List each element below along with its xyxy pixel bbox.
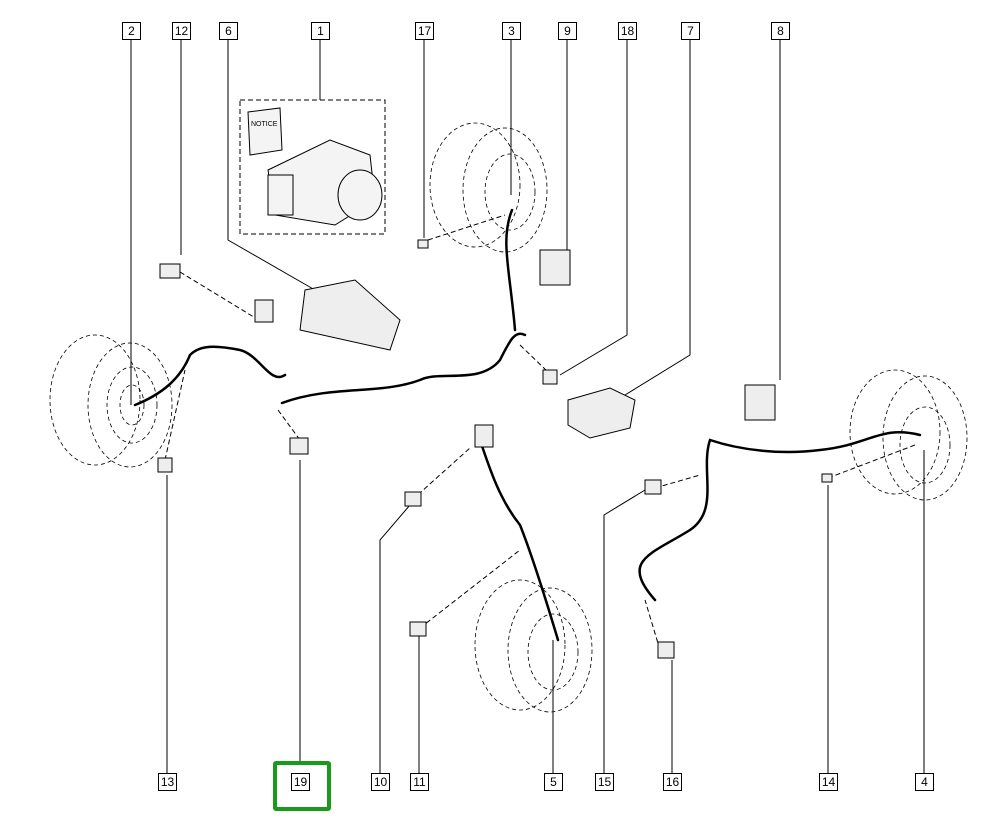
svg-text:NOTICE: NOTICE xyxy=(251,121,278,128)
part-6-bracket xyxy=(299,279,401,351)
leader-line-15 xyxy=(603,489,646,773)
wheel-rear-left xyxy=(474,579,593,713)
part-1-abs-unit: NOTICE xyxy=(247,107,383,226)
wheel-front-right xyxy=(429,122,548,253)
part-7-sensor xyxy=(567,387,636,439)
callout-12[interactable]: 12 xyxy=(172,22,191,40)
part-10-clip xyxy=(404,491,422,507)
harness-19 xyxy=(280,332,527,405)
callout-11[interactable]: 11 xyxy=(410,773,429,791)
callout-10[interactable]: 10 xyxy=(371,773,390,791)
part-13-clip xyxy=(157,457,173,473)
callout-15[interactable]: 15 xyxy=(595,773,614,791)
sensor-cable-rear-left xyxy=(478,438,560,642)
part-12-clip xyxy=(159,263,181,279)
callout-8[interactable]: 8 xyxy=(771,22,790,40)
leader-line-10 xyxy=(379,504,411,773)
part-18-clip xyxy=(542,369,558,385)
wheels xyxy=(49,122,968,713)
part-16-clip xyxy=(657,641,675,659)
sensor-cable-front-left xyxy=(133,345,287,407)
part-9-bracket xyxy=(539,249,571,286)
callout-13[interactable]: 13 xyxy=(158,773,177,791)
callout-4[interactable]: 4 xyxy=(915,773,934,791)
callout-18[interactable]: 18 xyxy=(618,22,637,40)
callout-7[interactable]: 7 xyxy=(681,22,700,40)
callout-9[interactable]: 9 xyxy=(558,22,577,40)
sensor-cable-rear-right xyxy=(638,431,922,602)
callout-3[interactable]: 3 xyxy=(502,22,521,40)
callout-6[interactable]: 6 xyxy=(219,22,238,40)
connector xyxy=(474,424,494,448)
notice-booklet xyxy=(247,107,283,156)
wheel-front-left xyxy=(49,334,173,468)
part-17-bolt xyxy=(417,239,429,249)
callout-2[interactable]: 2 xyxy=(122,22,141,40)
leader-line-6 xyxy=(227,38,316,291)
leader-line-7 xyxy=(624,38,691,396)
callout-5[interactable]: 5 xyxy=(544,773,563,791)
part-11-clip xyxy=(409,621,427,637)
callout-14[interactable]: 14 xyxy=(819,773,838,791)
selected-part-highlight xyxy=(273,761,331,811)
leader-line-18 xyxy=(559,38,628,376)
callout-17[interactable]: 17 xyxy=(415,22,434,40)
callout-16[interactable]: 16 xyxy=(663,773,682,791)
part-15-clip xyxy=(644,479,662,495)
sensor-cable-front-right xyxy=(505,208,517,332)
callout-19[interactable]: 19 xyxy=(291,773,310,791)
part-14-bolt xyxy=(821,473,833,483)
abs-unit-kit-box xyxy=(239,99,386,235)
connector xyxy=(254,299,274,323)
part-8-bracket xyxy=(744,384,776,421)
callout-1[interactable]: 1 xyxy=(311,22,330,40)
part-19-connector xyxy=(289,437,309,455)
wheel-rear-right xyxy=(849,369,968,501)
